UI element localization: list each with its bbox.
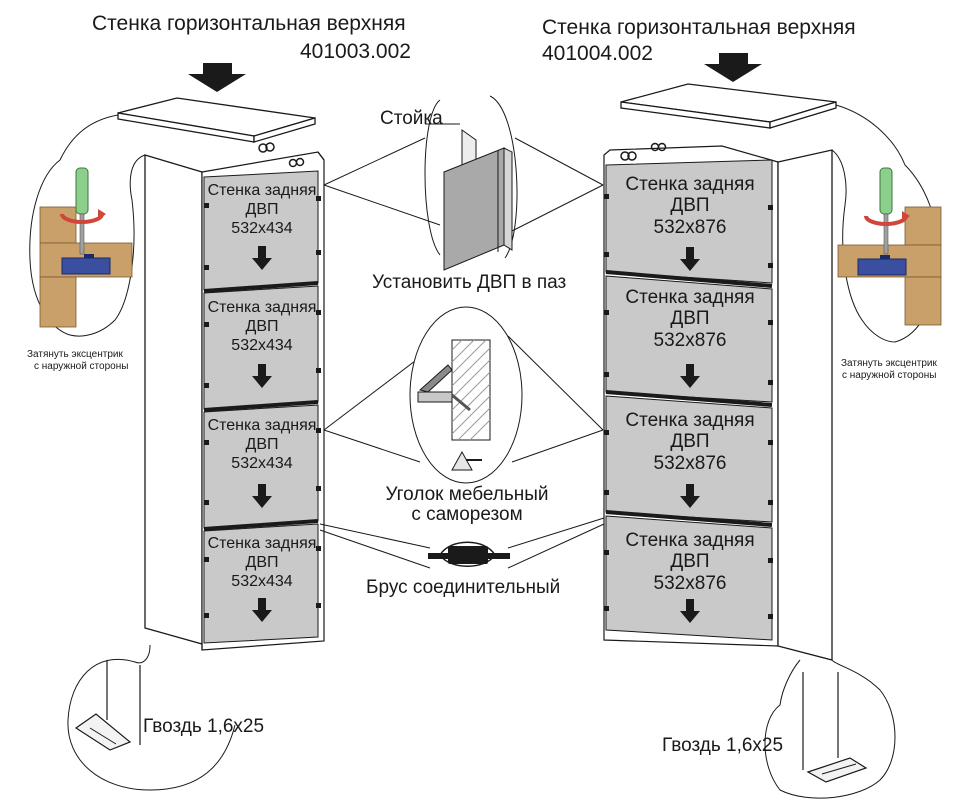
panel-label-line2: ДВП — [245, 201, 278, 218]
panel-label-line3: 532х434 — [231, 220, 292, 237]
panel-label-line2: ДВП — [245, 436, 278, 453]
left-cabinet: Стенка горизонтальная верхняя 401003.002… — [92, 12, 411, 651]
panel-label-line2: ДВП — [245, 318, 278, 335]
screwdriver-icon — [75, 167, 89, 215]
left-nail-label: Гвоздь 1,6х25 — [143, 716, 264, 737]
left-eccentric-note-line2: с наружной стороны — [34, 361, 128, 372]
corner-label-line1: Уголок мебельный — [385, 484, 548, 505]
post-detail-icon — [443, 129, 513, 271]
cam-icon — [627, 151, 637, 161]
left-eccentric-note-line1: Затянуть эксцентрик — [27, 349, 123, 360]
left-top-panel-name: Стенка горизонтальная верхняя — [92, 12, 406, 35]
cam-icon — [295, 157, 305, 167]
panel-label-line1: Стенка задняя — [625, 410, 754, 431]
panel-label-line3: 532х876 — [654, 573, 727, 594]
panel-label-line2: ДВП — [245, 554, 278, 571]
corner-label-line2: с саморезом — [411, 504, 522, 525]
panel-label-line2: ДВП — [670, 195, 709, 216]
down-arrow-icon — [680, 599, 700, 623]
right-nail-markers — [604, 194, 773, 619]
eccentric-icon — [857, 258, 907, 276]
right-eccentric-note-line2: с наружной стороны — [842, 370, 936, 381]
right-eccentric-note-line1: Затянуть эксцентрик — [841, 358, 937, 369]
beam-label: Брус соединительный — [366, 577, 560, 598]
panel-label-line3: 532х434 — [231, 455, 292, 472]
down-arrow-icon — [680, 247, 700, 271]
panel-label-line3: 532х876 — [654, 453, 727, 474]
right-back-panel-2: Стенка задняя ДВП 532х876 — [605, 275, 773, 403]
cam-icon — [620, 151, 630, 161]
left-top-panel-code: 401003.002 — [300, 40, 411, 63]
corner-bracket-icon — [417, 339, 491, 441]
down-arrow-icon — [252, 598, 272, 622]
panel-label-line1: Стенка задняя — [208, 417, 317, 434]
panel-label-line2: ДВП — [670, 308, 709, 329]
left-back-panel-3: Стенка задняя ДВП 532х434 — [203, 404, 319, 529]
right-cabinet: Стенка горизонтальная верхняя 401004.002… — [542, 16, 856, 661]
right-nail-callout: Гвоздь 1,6х25 — [662, 659, 896, 799]
left-back-panel-4: Стенка задняя ДВП 532х434 — [203, 523, 319, 644]
down-arrow-icon — [680, 484, 700, 508]
post-label: Стойка — [380, 108, 443, 129]
panel-label-line2: ДВП — [670, 551, 709, 572]
down-arrow-icon — [252, 484, 272, 508]
left-down-arrow-icon — [188, 63, 246, 92]
down-arrow-icon — [680, 364, 700, 388]
panel-label-line1: Стенка задняя — [208, 299, 317, 316]
right-back-panel-1: Стенка задняя ДВП 532х876 — [605, 159, 773, 284]
panel-label-line3: 532х876 — [654, 330, 727, 351]
left-back-panel-1: Стенка задняя ДВП 532х434 — [203, 170, 319, 291]
right-top-panel-name: Стенка горизонтальная верхняя — [542, 16, 856, 39]
left-back-panel-2: Стенка задняя ДВП 532х434 — [203, 285, 319, 410]
connecting-beam-icon — [428, 541, 510, 567]
right-back-panel-3: Стенка задняя ДВП 532х876 — [605, 395, 773, 523]
right-nail-label: Гвоздь 1,6х25 — [662, 735, 783, 756]
panel-label-line1: Стенка задняя — [625, 287, 754, 308]
panel-label-line1: Стенка задняя — [625, 174, 754, 195]
panel-label-line3: 532х434 — [231, 337, 292, 354]
right-down-arrow-icon — [704, 53, 762, 82]
right-top-panel — [620, 83, 837, 129]
cam-icon — [265, 142, 275, 152]
cam-icon — [657, 142, 667, 152]
panel-label-line2: ДВП — [670, 431, 709, 452]
cam-icon — [258, 143, 268, 153]
left-eccentric-callout: Затянуть эксцентрик с наружной стороны — [27, 114, 146, 372]
left-nail-markers — [204, 196, 321, 618]
panel-label-line1: Стенка задняя — [625, 530, 754, 551]
right-top-panel-code: 401004.002 — [542, 42, 653, 65]
right-back-panel-4: Стенка задняя ДВП 532х876 — [605, 515, 773, 641]
panel-label-line3: 532х876 — [654, 217, 727, 238]
down-arrow-icon — [252, 246, 272, 270]
left-top-panel — [117, 97, 316, 143]
install-label: Установить ДВП в паз — [372, 272, 566, 293]
screw-icon — [451, 450, 482, 471]
left-nail-callout: Гвоздь 1,6х25 — [67, 644, 264, 791]
nail-icon — [74, 713, 132, 751]
screwdriver-icon — [879, 167, 893, 215]
panel-label-line3: 532х434 — [231, 573, 292, 590]
panel-label-line1: Стенка задняя — [208, 535, 317, 552]
right-eccentric-callout: Затянуть эксцентрик с наружной стороны — [831, 104, 942, 381]
center-details: Стойка Установить ДВП в паз — [319, 95, 605, 598]
down-arrow-icon — [252, 364, 272, 388]
eccentric-icon — [61, 257, 111, 275]
panel-label-line1: Стенка задняя — [208, 182, 317, 199]
